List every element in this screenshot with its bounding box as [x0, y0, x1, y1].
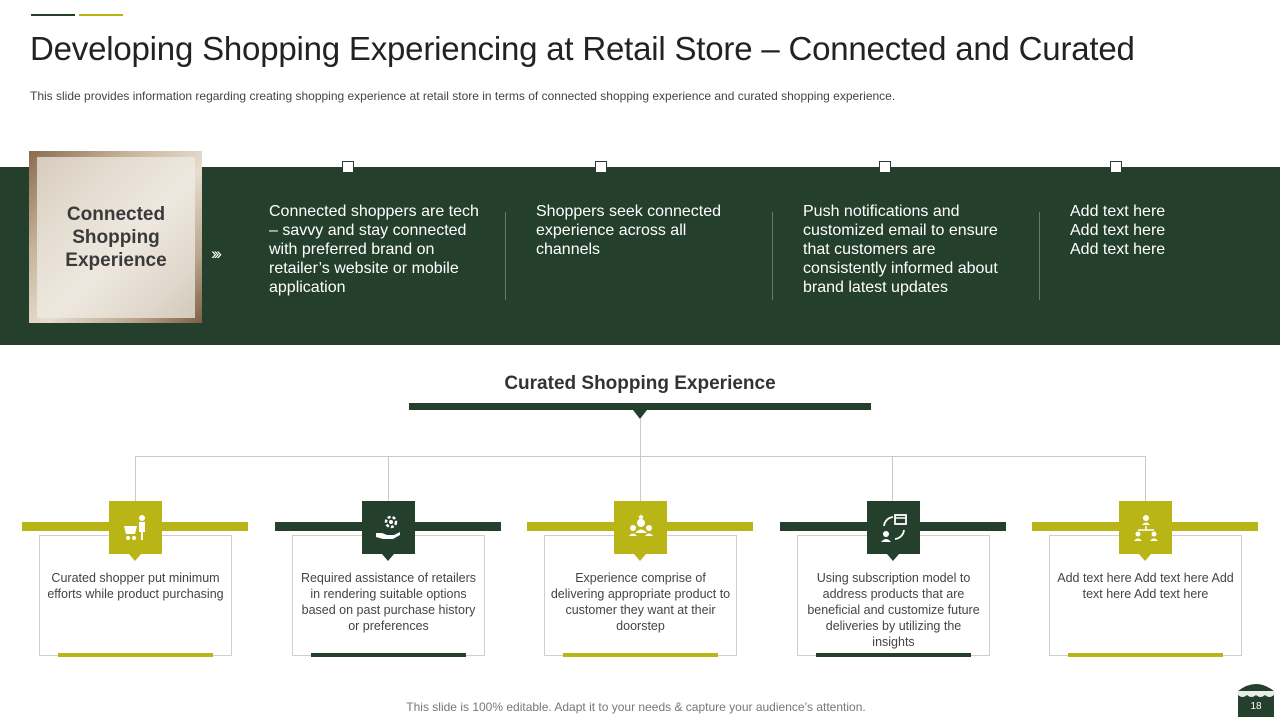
connected-item-1: Connected shoppers are tech – savvy and … — [269, 203, 479, 296]
card-text-2: Required assistance of retailers in rend… — [300, 571, 477, 633]
card-text-3: Experience comprise of delivering approp… — [550, 571, 731, 633]
header-accent-olive — [79, 14, 123, 16]
connector-drop — [1145, 456, 1146, 502]
card-underline — [563, 653, 718, 657]
connected-photo: Connected Shopping Experience — [29, 151, 202, 323]
connected-item-3: Push notifications and customized email … — [803, 203, 998, 296]
page-number: 18 — [1250, 701, 1262, 712]
people-stars-icon — [614, 501, 667, 554]
connected-label: Connected Shopping Experience — [65, 204, 167, 271]
hand-gear-icon — [362, 501, 415, 554]
timeline-marker — [1110, 161, 1122, 173]
connector-trunk — [640, 419, 641, 457]
subscription-cycle-icon — [867, 501, 920, 554]
footer-note: This slide is 100% editable. Adapt it to… — [406, 700, 866, 714]
connector-drop — [135, 456, 136, 502]
curated-title: Curated Shopping Experience — [504, 373, 776, 394]
header-accent-dark — [31, 14, 75, 16]
page-subtitle: This slide provides information regardin… — [30, 89, 896, 103]
card-icon-pointer — [382, 554, 394, 561]
card-underline — [311, 653, 466, 657]
page-title: Developing Shopping Experiencing at Reta… — [30, 30, 1135, 67]
connected-item-4: Add text here Add text here Add text her… — [1070, 203, 1166, 258]
shopper-cart-icon — [109, 501, 162, 554]
chevron-right-icon: ››› — [211, 244, 222, 263]
band-divider — [772, 212, 773, 300]
card-icon-pointer — [887, 554, 899, 561]
timeline-marker — [342, 161, 354, 173]
curated-title-bar — [409, 403, 871, 410]
timeline-marker — [595, 161, 607, 173]
card-text-4: Using subscription model to address prod… — [807, 571, 980, 649]
store-awning-icon — [1238, 684, 1274, 717]
connected-band — [0, 167, 1280, 345]
card-text-1: Curated shopper put minimum efforts whil… — [47, 571, 224, 601]
connector-drop — [640, 456, 641, 502]
card-icon-pointer — [634, 554, 646, 561]
card-underline — [1068, 653, 1223, 657]
card-underline — [816, 653, 971, 657]
card-icon-pointer — [1139, 554, 1151, 561]
card-box — [1049, 535, 1242, 656]
band-divider — [505, 212, 506, 300]
curated-arrow — [633, 410, 647, 419]
card-icon-pointer — [129, 554, 141, 561]
connector-drop — [892, 456, 893, 502]
band-divider — [1039, 212, 1040, 300]
org-chart-icon — [1119, 501, 1172, 554]
connected-item-2: Shoppers seek connected experience acros… — [536, 203, 722, 258]
connected-photo-overlay: Connected Shopping Experience — [37, 157, 195, 318]
card-underline — [58, 653, 213, 657]
card-text-5: Add text here Add text here Add text her… — [1057, 571, 1234, 601]
connector-drop — [388, 456, 389, 502]
timeline-marker — [879, 161, 891, 173]
